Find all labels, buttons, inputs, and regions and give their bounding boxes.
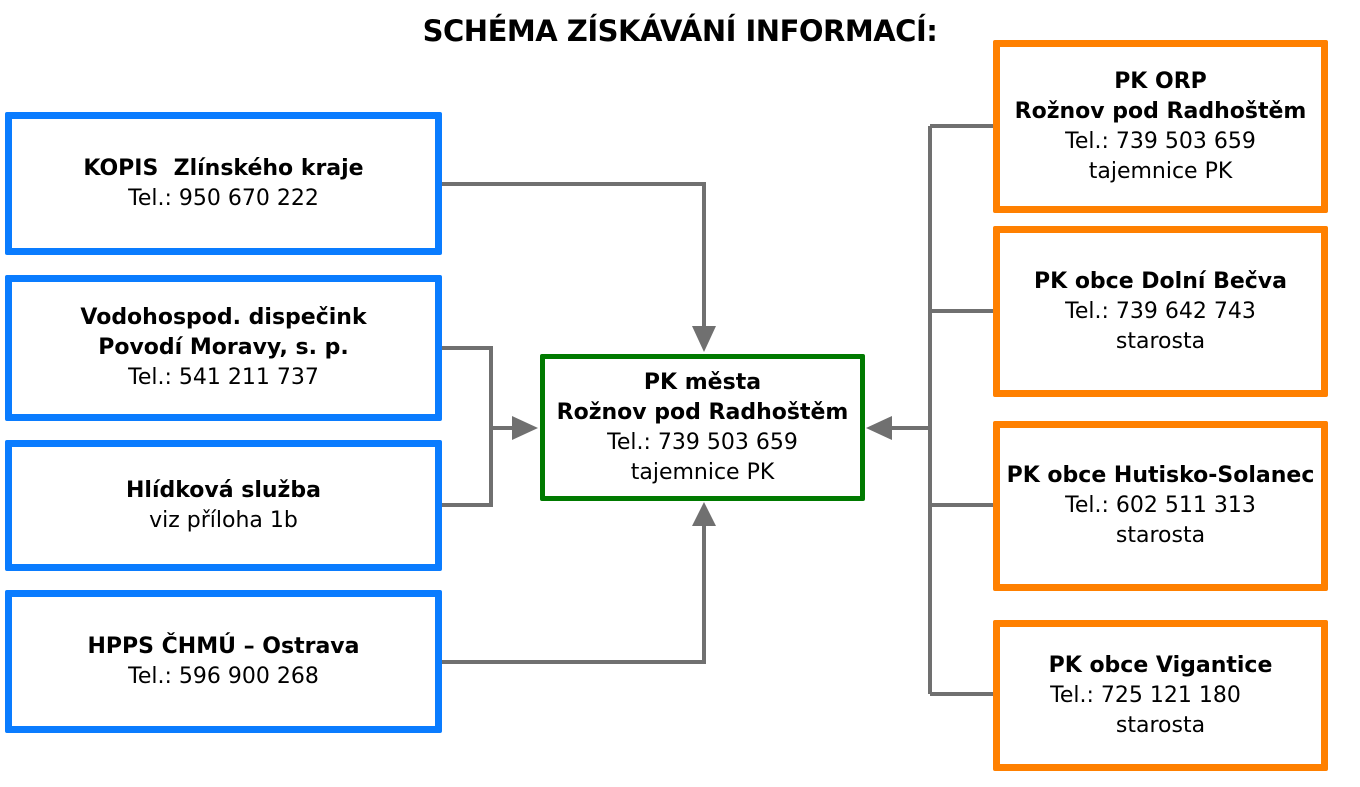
municipality-box-hutisko-solanec: PK obce Hutisko-Solanec Tel.: 602 511 31… [993,421,1328,591]
municipality-name: PK ORP [1114,68,1207,94]
source-name-line2: Povodí Moravy, s. p. [98,335,349,360]
arrow-head-bottom [692,502,716,526]
municipality-name-line2: Rožnov pod Radhoštěm [1014,98,1307,124]
municipality-box-vigantice: PK obce Vigantice Tel.: 725 121 180 star… [993,620,1328,771]
municipality-phone: Tel.: 739 642 743 [1065,298,1256,324]
arrow-head-top [692,326,716,352]
center-name: PK města [643,369,762,395]
municipality-role: tajemnice PK [1088,158,1233,184]
diagram-title: SCHÉMA ZÍSKÁVÁNÍ INFORMACÍ: [422,14,938,48]
center-phone: Tel.: 739 503 659 [607,429,798,455]
center-box-pk-mesta: PK města Rožnov pod Radhoštěm Tel.: 739 … [540,354,865,501]
municipality-name: PK obce Hutisko-Solanec [1006,463,1315,488]
arrow-head-left [512,416,538,440]
municipality-role: starosta [1115,523,1206,548]
municipality-phone: Tel.: 739 503 659 [1065,128,1256,154]
arrow-head-right [866,416,892,440]
source-box-kopis: KOPIS Zlínského kraje Tel.: 950 670 222 [5,112,442,255]
municipality-box-orp: PK ORP Rožnov pod Radhoštěm Tel.: 739 50… [993,40,1328,213]
municipality-phone: Tel.: 725 121 180 [1050,682,1241,708]
source-name: KOPIS Zlínského kraje [83,155,364,181]
source-phone: Tel.: 541 211 737 [128,365,319,390]
municipality-box-dolni-becva: PK obce Dolní Bečva Tel.: 739 642 743 st… [993,226,1328,397]
source-detail: viz příloha 1b [149,507,298,533]
municipality-phone: Tel.: 602 511 313 [1065,493,1256,518]
municipality-role: starosta [1115,712,1206,738]
connector-hpps [441,524,706,664]
municipality-name: PK obce Vigantice [1048,652,1273,678]
source-name: Hlídková služba [126,477,321,503]
source-box-hlidkova-sluzba: Hlídková služba viz příloha 1b [5,440,442,571]
source-phone: Tel.: 950 670 222 [128,185,319,211]
center-role: tajemnice PK [630,459,775,485]
connector-vodohosp [441,346,493,507]
connector-kopis [441,182,706,340]
municipality-role: starosta [1115,328,1206,354]
source-box-vodohospodarsky-dispecink: Vodohospod. dispečink Povodí Moravy, s. … [5,275,442,421]
source-phone: Tel.: 596 900 268 [128,663,319,689]
municipality-name: PK obce Dolní Bečva [1033,268,1287,294]
source-box-hpps-chmu: HPPS ČHMÚ – Ostrava Tel.: 596 900 268 [5,590,442,733]
source-name: HPPS ČHMÚ – Ostrava [87,633,360,659]
center-name-line2: Rožnov pod Radhoštěm [556,399,849,425]
source-name: Vodohospod. dispečink [80,305,367,330]
